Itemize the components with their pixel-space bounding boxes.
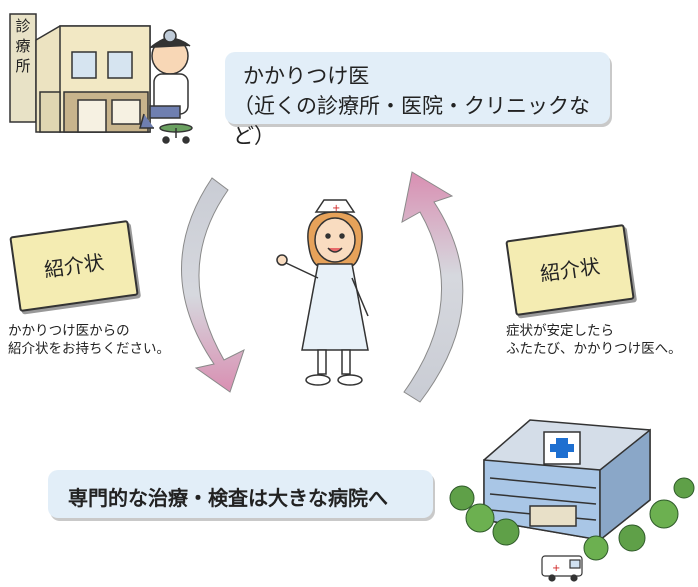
svg-text:+: + <box>552 563 560 574</box>
referral-note-left-line2: 紹介状をお持ちください。 <box>8 341 170 357</box>
hospital-building-illustration <box>483 419 651 542</box>
svg-text:+: + <box>332 203 340 214</box>
clinic-subtitle: （近くの診療所・医院・クリニックなど） <box>233 94 590 148</box>
clinic-doctor-illustration <box>139 29 193 144</box>
clinic-sign: 診療所 <box>15 17 31 75</box>
nurse-illustration: + <box>276 199 369 386</box>
referral-letter-right-label: 紹介状 <box>538 253 602 287</box>
left-cycle-arrow <box>181 177 245 393</box>
referral-letter-left-label: 紹介状 <box>42 249 106 283</box>
referral-note-left-line1: かかりつけ医からの <box>8 323 130 339</box>
hospital-caption-box: 専門的な治療・検査は大きな病院へ <box>48 470 433 518</box>
right-cycle-arrow <box>401 171 464 403</box>
clinic-building-illustration <box>9 13 151 133</box>
clinic-caption-box: かかりつけ医 （近くの診療所・医院・クリニックなど） <box>225 52 610 148</box>
hospital-trees-illustration <box>449 477 695 561</box>
referral-note-right: 症状が安定したら ふたたび、かかりつけ医へ。 <box>506 322 682 358</box>
clinic-title: かかりつけ医 <box>243 64 370 88</box>
referral-note-right-line1: 症状が安定したら <box>506 323 614 339</box>
hospital-caption: 専門的な治療・検査は大きな病院へ <box>68 486 388 510</box>
ambulance-illustration: + <box>541 555 583 582</box>
referral-note-right-line2: ふたたび、かかりつけ医へ。 <box>506 341 682 357</box>
referral-note-left: かかりつけ医からの 紹介状をお持ちください。 <box>8 322 170 358</box>
